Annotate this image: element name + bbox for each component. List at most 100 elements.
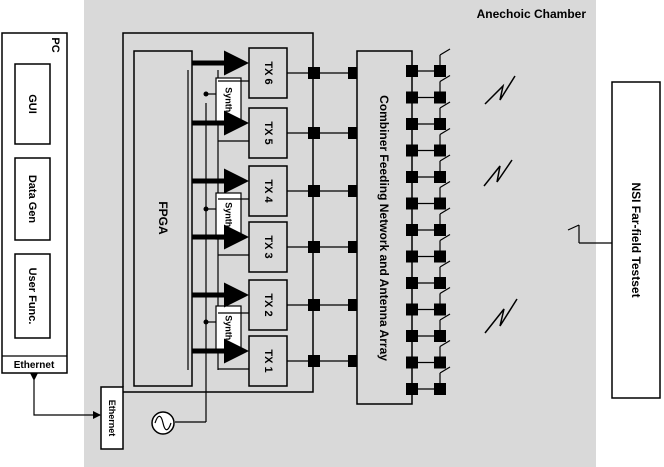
synth-label: Synth. bbox=[224, 315, 234, 343]
tx-label: TX 4 bbox=[262, 179, 274, 203]
connector bbox=[406, 171, 418, 183]
synth-label: Synth. bbox=[224, 202, 234, 230]
combiner-label: Combiner Feeding Network and Antenna Arr… bbox=[377, 95, 391, 361]
connector bbox=[434, 118, 446, 130]
connector bbox=[434, 277, 446, 289]
connector bbox=[406, 144, 418, 157]
gui-module bbox=[14, 63, 51, 145]
antenna-element bbox=[406, 233, 451, 263]
connector bbox=[434, 171, 446, 183]
tx-chain: TX 6 bbox=[192, 47, 360, 99]
pc-title: PC bbox=[49, 37, 61, 52]
connector bbox=[406, 250, 418, 263]
connector bbox=[406, 197, 418, 210]
tx-block bbox=[248, 107, 288, 159]
baseband-enclosure bbox=[122, 32, 314, 393]
antenna-icon bbox=[439, 180, 451, 189]
connector bbox=[434, 330, 446, 342]
synth-label: Synth. bbox=[224, 87, 234, 115]
antenna-icon bbox=[439, 339, 451, 348]
antenna-icon bbox=[439, 260, 451, 268]
connector bbox=[308, 67, 320, 79]
data-gen-module-label: Data Gen bbox=[26, 175, 38, 224]
pc-ethernet-label: Ethernet bbox=[14, 360, 55, 371]
test-antenna-icon bbox=[567, 224, 612, 244]
connector bbox=[406, 65, 418, 77]
antenna-element bbox=[406, 180, 451, 210]
connector bbox=[406, 91, 418, 104]
connector bbox=[308, 127, 320, 139]
connector bbox=[406, 277, 418, 289]
connector bbox=[406, 303, 418, 316]
user-func-module bbox=[14, 253, 51, 339]
fpga-label: FPGA bbox=[156, 201, 170, 235]
connector bbox=[406, 118, 418, 130]
connector bbox=[434, 303, 446, 316]
antenna-icon bbox=[439, 127, 451, 136]
connector bbox=[406, 330, 418, 342]
antenna-icon bbox=[439, 313, 451, 321]
tx-block bbox=[248, 279, 288, 331]
connector bbox=[406, 356, 418, 369]
combiner-feeding-network bbox=[356, 50, 413, 405]
ethernet-port bbox=[100, 386, 124, 450]
connector bbox=[406, 224, 418, 236]
data-gen-module bbox=[14, 157, 51, 241]
antenna-icon bbox=[439, 233, 451, 242]
tx-chain: TX 2 bbox=[192, 279, 360, 331]
antenna-icon bbox=[439, 207, 451, 215]
pc-panel: PC GUI Data Gen User Func. Ethernet bbox=[1, 32, 68, 374]
ethernet-link bbox=[30, 373, 101, 419]
wireless-link-icon bbox=[484, 75, 516, 105]
tx-block bbox=[248, 221, 288, 273]
connector bbox=[434, 91, 446, 104]
antenna-element bbox=[406, 74, 451, 104]
antenna-element bbox=[406, 339, 451, 369]
connector bbox=[434, 383, 446, 395]
tx-label: TX 5 bbox=[262, 121, 274, 144]
chamber-title: Anechoic Chamber bbox=[477, 7, 587, 21]
antenna-icon bbox=[439, 154, 451, 162]
connector bbox=[308, 185, 320, 197]
antenna-element bbox=[406, 48, 451, 77]
tx-label: TX 1 bbox=[262, 349, 274, 372]
antenna-icon bbox=[439, 48, 451, 56]
connector bbox=[434, 356, 446, 369]
connector bbox=[434, 65, 446, 77]
connector bbox=[434, 144, 446, 157]
antenna-icon bbox=[439, 286, 451, 295]
testset-label: NSI Far-field Testset bbox=[629, 182, 643, 297]
wireless-link-icon bbox=[484, 298, 518, 334]
antenna-element bbox=[406, 260, 451, 289]
user-func-module-label: User Func. bbox=[26, 268, 38, 325]
connector bbox=[434, 250, 446, 263]
antenna-icon bbox=[439, 366, 451, 374]
antenna-element bbox=[406, 366, 451, 395]
nsi-far-field-testset bbox=[611, 81, 661, 399]
antenna-element bbox=[406, 154, 451, 183]
tx-label: TX 6 bbox=[262, 61, 274, 84]
antenna-element bbox=[406, 101, 451, 130]
antenna-element bbox=[406, 127, 451, 157]
tx-chain: TX 3 bbox=[192, 221, 360, 273]
tx-chain: TX 1 bbox=[192, 335, 360, 387]
wireless-link-icon bbox=[483, 159, 513, 187]
connector bbox=[308, 241, 320, 253]
connector bbox=[406, 383, 418, 395]
gui-module-label: GUI bbox=[26, 94, 38, 114]
connector bbox=[434, 224, 446, 236]
antenna-element bbox=[406, 313, 451, 342]
tx-label: TX 2 bbox=[262, 293, 274, 316]
transmitters: TX 6 TX 5 TX 4 TX 3 TX 2 TX 1 bbox=[192, 47, 360, 387]
connector bbox=[308, 299, 320, 311]
connector bbox=[308, 355, 320, 367]
ethernet-port-label: Ethernet bbox=[107, 400, 117, 437]
tx-block bbox=[248, 47, 288, 99]
antenna-icon bbox=[439, 74, 451, 83]
antenna-element bbox=[406, 286, 451, 316]
antenna-array bbox=[406, 48, 451, 395]
antenna-element bbox=[406, 207, 451, 236]
tx-label: TX 3 bbox=[262, 235, 274, 258]
tx-chain: TX 4 bbox=[192, 165, 360, 217]
